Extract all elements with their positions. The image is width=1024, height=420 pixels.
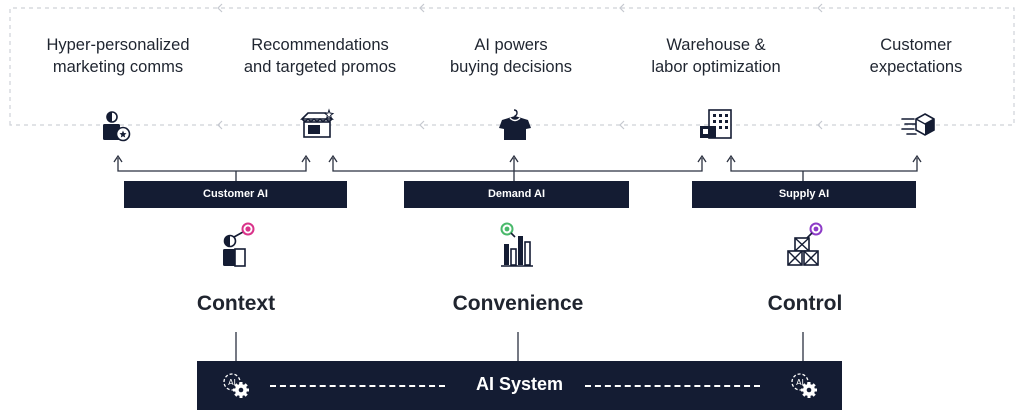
person-badge-icon: [103, 111, 131, 142]
top-label-line: marketing comms: [52, 58, 184, 76]
storefront-icon: [300, 108, 335, 138]
svg-text:AI: AI: [796, 378, 804, 387]
pillar-convenience: Convenience: [452, 292, 584, 315]
person-connection-icon: [223, 222, 255, 267]
gear-icon: AI: [791, 373, 817, 398]
dashed-line-right: [585, 385, 760, 387]
fast-delivery-icon: [901, 113, 935, 136]
supply-ai-bar: Supply AI: [692, 181, 916, 208]
shirt-icon: [499, 109, 531, 140]
demand-ai-bar: Demand AI: [404, 181, 629, 208]
top-label-buying: AI powers buying decisions: [416, 34, 606, 78]
top-label-line: and targeted promos: [243, 58, 397, 76]
ai-system-label: AI System: [475, 374, 564, 394]
top-label-marketing: Hyper-personalized marketing comms: [23, 34, 213, 78]
top-label-recommendations: Recommendations and targeted promos: [225, 34, 415, 78]
top-label-customer: Customer expectations: [821, 34, 1011, 78]
top-label-line: Warehouse &: [666, 36, 766, 54]
pillar-context: Context: [196, 292, 276, 315]
boxes-icon: [787, 222, 823, 266]
warehouse-icon: [700, 109, 732, 139]
top-label-line: buying decisions: [450, 58, 572, 76]
top-label-line: expectations: [869, 58, 963, 76]
dashed-line-left: [270, 385, 445, 387]
top-label-line: AI powers: [474, 36, 548, 54]
bar-chart-icon: [500, 222, 533, 267]
top-label-warehouse: Warehouse & labor optimization: [621, 34, 811, 78]
top-label-line: labor optimization: [651, 58, 781, 76]
top-label-line: Recommendations: [251, 36, 389, 54]
gear-icon: AI: [223, 373, 249, 398]
svg-text:AI: AI: [228, 378, 236, 387]
pillar-control: Control: [767, 292, 843, 315]
top-label-line: Customer: [880, 36, 952, 54]
customer-ai-bar: Customer AI: [124, 181, 347, 208]
top-label-line: Hyper-personalized: [46, 36, 190, 54]
ai-system-bar: AI AI System AI: [197, 361, 842, 410]
